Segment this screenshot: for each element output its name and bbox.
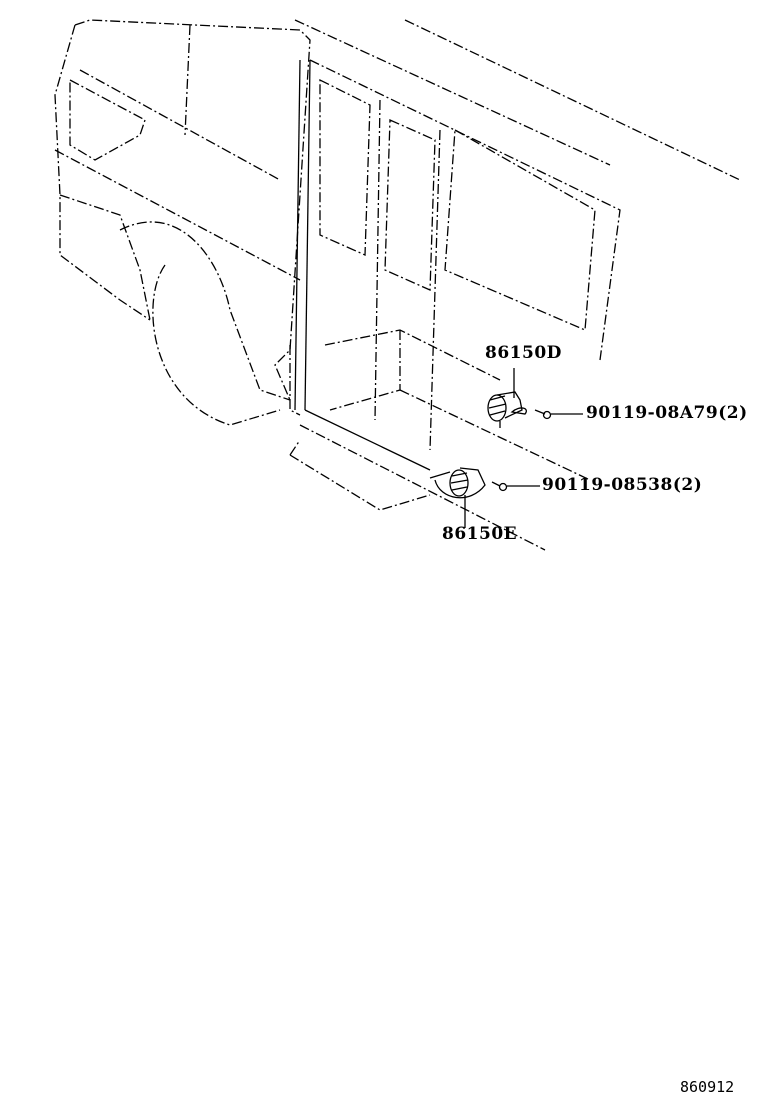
lamp-86150E-drawing (429, 467, 486, 528)
lamp-86150D-drawing (487, 368, 527, 428)
figure-code: 860912 (680, 1078, 735, 1096)
screw-90119-08538-drawing (491, 481, 540, 492)
body-solid-lines (294, 59, 431, 471)
fastener-label-90119-08538[interactable]: 90119-08538(2) (542, 475, 703, 495)
screw-90119-08A79-drawing (534, 409, 583, 420)
part-label-86150E[interactable]: 86150E (442, 524, 518, 544)
fastener-label-90119-08A79[interactable]: 90119-08A79(2) (586, 403, 748, 423)
body-outline (54, 19, 741, 551)
part-label-86150D[interactable]: 86150D (485, 343, 562, 363)
